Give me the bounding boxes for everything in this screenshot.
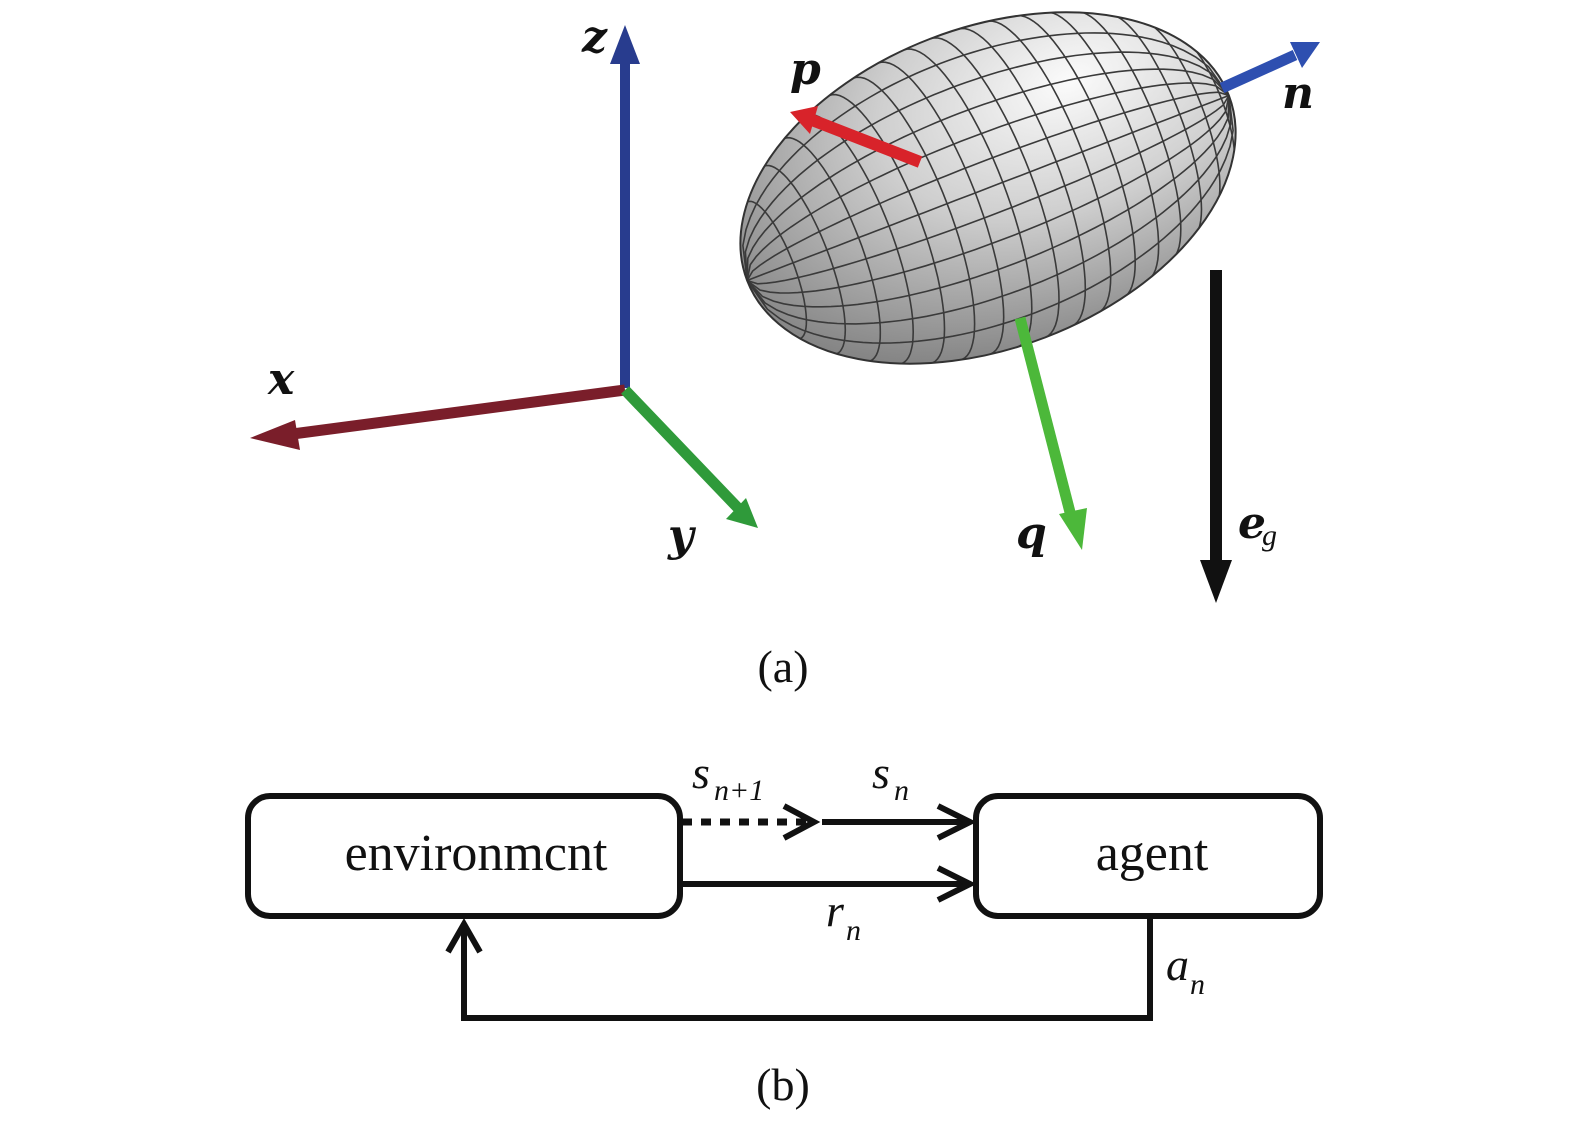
ellipsoid-meridian: [746, 95, 1232, 325]
q-vector-label: q: [1016, 508, 1047, 559]
n-vector-arrowhead: [1290, 42, 1320, 68]
x-axis-arrowhead: [250, 420, 300, 450]
action-base: a: [1166, 939, 1189, 990]
panel-a-caption: (a): [757, 641, 808, 692]
panel-a: z x y p n q e g (a): [250, 10, 1320, 692]
state-label: s: [872, 747, 890, 798]
n-vector-arrow: [1219, 49, 1298, 94]
gravity-label: e: [1238, 498, 1266, 549]
ellipsoid-mesh: [742, 10, 1236, 365]
ellipsoid-meridian: [746, 91, 1230, 281]
panel-b: environmcnt agent s n+1 s n r n a n: [245, 747, 1323, 1110]
body-vectors: p n q e g: [790, 42, 1320, 603]
ellipsoid-meridian: [746, 95, 1230, 294]
ellipsoid-meridian: [746, 95, 1234, 344]
z-axis-label: z: [581, 12, 608, 63]
state-arrowhead: [936, 803, 977, 841]
ellipsoid-meridian: [746, 94, 1230, 282]
world-frame: z x y: [250, 12, 758, 561]
q-vector-arrow: [1014, 316, 1078, 522]
panel-b-caption: (b): [756, 1059, 810, 1110]
next-state-arrowhead: [782, 803, 821, 841]
state-sub: n: [894, 774, 909, 807]
n-vector-label: n: [1282, 68, 1314, 119]
ellipsoid-meridian: [746, 82, 1230, 281]
q-vector-arrowhead: [1059, 508, 1087, 550]
p-vector-arrow: [809, 114, 923, 168]
environment-box: [245, 793, 683, 919]
reward-sub: n: [846, 914, 861, 947]
action-arrowhead: [445, 917, 483, 954]
y-axis-label: y: [667, 510, 697, 561]
reward-label: r: [826, 885, 845, 936]
y-axis-arrowhead: [726, 498, 758, 528]
x-axis-label: x: [267, 354, 295, 405]
agent-label: agent: [1096, 825, 1209, 882]
y-axis-arrow: [621, 386, 742, 512]
next-state-label: s: [692, 747, 710, 798]
gravity-label-base: e: [1238, 498, 1266, 549]
ellipsoid-particle: [739, 10, 1237, 365]
x-axis-arrow: [284, 384, 626, 441]
p-vector-arrowhead: [790, 106, 818, 134]
action-label: a: [1166, 939, 1189, 990]
gravity-label-sub: g: [1262, 519, 1277, 552]
reward-arrowhead: [936, 865, 977, 903]
z-axis-arrowhead: [610, 25, 640, 64]
p-vector-label: p: [790, 44, 821, 95]
ellipsoid-meridian: [746, 95, 1230, 285]
action-sub: n: [1190, 968, 1205, 1001]
ellipsoid-meridian: [744, 51, 1230, 281]
environment-label: environmcnt: [345, 825, 608, 882]
ellipsoid-meridian: [746, 95, 1230, 308]
action-feedback-path: [461, 918, 1153, 1021]
gravity-arrowhead: [1200, 560, 1232, 603]
ellipsoid-meridian: [742, 32, 1230, 281]
next-state-sub: n+1: [714, 774, 764, 807]
ellipsoid-meridian: [746, 68, 1230, 281]
agent-box: [973, 793, 1323, 919]
next-state-base: s: [692, 747, 710, 798]
reward-base: r: [826, 885, 845, 936]
state-base: s: [872, 747, 890, 798]
ellipsoid-outline: [739, 11, 1237, 365]
